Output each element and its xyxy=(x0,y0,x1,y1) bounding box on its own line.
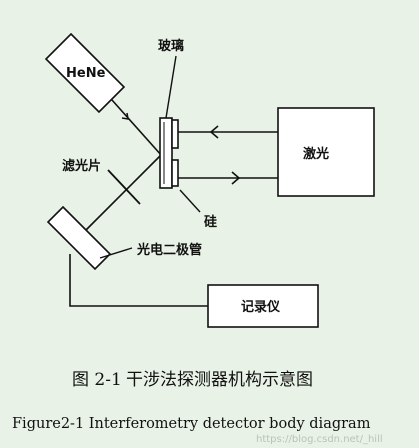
caption-cn-prefix: 图 2-1 xyxy=(72,370,122,390)
laser-beam-lower-arrow xyxy=(231,171,241,185)
signal-wire xyxy=(69,254,208,307)
recorder: 记录仪 xyxy=(207,284,319,328)
laser-beam-upper-arrow xyxy=(209,125,219,139)
hene-beam-arrow xyxy=(121,112,129,120)
silicon-label: 硅 xyxy=(204,214,217,230)
photodiode-leader xyxy=(99,247,133,259)
photodiode xyxy=(46,205,112,271)
glass-assembly xyxy=(159,117,179,189)
silicon-lower xyxy=(171,159,179,187)
caption-en-title: Figure2-1 Interferometry detector body d… xyxy=(12,416,371,432)
glass-plate xyxy=(159,117,173,189)
recorder-label: 记录仪 xyxy=(241,300,281,315)
filter xyxy=(107,169,141,205)
hene-label: HeNe xyxy=(66,66,106,81)
laser-box-label: 激光 xyxy=(303,146,329,162)
caption-cn-title: 干涉法探测器机构示意图 xyxy=(126,370,313,390)
hene-beam xyxy=(111,99,163,157)
hene-laser: HeNe xyxy=(44,32,126,114)
silicon-leader xyxy=(179,189,201,213)
silicon-upper xyxy=(171,119,179,149)
filter-label: 滤光片 xyxy=(62,158,101,174)
glass-leader xyxy=(165,55,177,119)
watermark: https://blog.csdn.net/_hill xyxy=(256,434,383,445)
glass-label: 玻璃 xyxy=(158,38,184,54)
photodiode-label: 光电二极管 xyxy=(136,242,202,258)
reflected-beam xyxy=(81,155,161,235)
laser-box: 激光 xyxy=(277,107,375,197)
